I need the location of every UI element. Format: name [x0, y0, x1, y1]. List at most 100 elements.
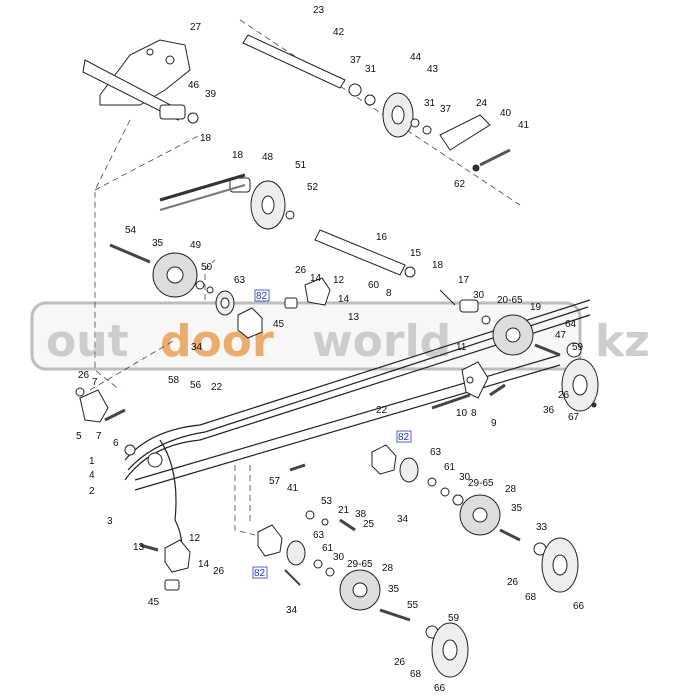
callout: 35: [152, 238, 164, 249]
callout: 41: [287, 483, 299, 494]
callout: 43: [427, 64, 439, 75]
wheel-44: [382, 92, 432, 138]
callout: 6: [113, 438, 119, 449]
watermark-tld: kz: [595, 316, 650, 367]
callout: 36: [543, 405, 555, 416]
callout: 14: [310, 273, 322, 284]
callout: 18: [200, 133, 212, 144]
callout: 63: [430, 447, 442, 458]
page-link[interactable]: 82: [252, 566, 268, 579]
callout: 19: [530, 302, 542, 313]
callout: 57: [269, 476, 281, 487]
bracket-82-lower: [257, 524, 335, 586]
callout: 11: [456, 342, 467, 353]
callout: 38: [355, 509, 367, 520]
callout: 47: [555, 330, 567, 341]
callout: 30: [333, 552, 345, 563]
callout: 15: [410, 248, 422, 259]
callout: 5: [76, 431, 82, 442]
callout: 66: [434, 683, 446, 694]
shaft-16: [314, 229, 416, 278]
upper-bracket: [82, 39, 199, 124]
watermark: out door world kz: [30, 301, 650, 371]
callout: 14: [198, 559, 210, 570]
dashed-guides: [89, 19, 521, 536]
hinge-5: [75, 387, 163, 468]
page-link-label[interactable]: 82: [256, 291, 268, 302]
callout: 4: [89, 470, 95, 481]
callout: 59: [572, 342, 584, 353]
callout: 9: [491, 418, 497, 429]
shaft-24: [439, 114, 511, 172]
block-upper: [237, 277, 331, 339]
callout: 58: [168, 375, 180, 386]
wheel-19: [439, 289, 582, 358]
callout: 22: [211, 382, 223, 393]
callout: 68: [410, 669, 422, 680]
callout: 12: [189, 533, 201, 544]
callout: 26: [295, 265, 307, 276]
bracket-lower-left: [139, 539, 191, 591]
callout: 24: [476, 98, 488, 109]
callout: 31: [365, 64, 377, 75]
callout: 56: [190, 380, 202, 391]
callout: 63: [234, 275, 246, 286]
callout: 14: [338, 294, 350, 305]
callout: 66: [573, 601, 585, 612]
callout: 62: [454, 179, 466, 190]
callout: 25: [363, 519, 375, 530]
callout: 23: [313, 5, 325, 16]
callout: 3: [107, 516, 113, 527]
callout: 29-65: [468, 478, 494, 489]
callout: 46: [188, 80, 200, 91]
callout: 60: [368, 280, 380, 291]
callout: 28: [505, 484, 517, 495]
callout: 42: [333, 27, 345, 38]
bracket-11: [431, 361, 506, 410]
callout: 68: [525, 592, 537, 603]
callout: 8: [386, 288, 392, 299]
callout: 64: [565, 319, 577, 330]
callout: 10: [456, 408, 468, 419]
callout: 33: [536, 522, 548, 533]
callout: 45: [273, 319, 285, 330]
watermark-brand-tail: world: [312, 316, 451, 367]
wheel-51: [159, 173, 295, 230]
callout: 48: [262, 152, 274, 163]
page-link[interactable]: 82: [254, 289, 270, 302]
upper-shaft: [242, 34, 376, 106]
page-link[interactable]: 82: [396, 430, 412, 443]
callout: 49: [190, 240, 202, 251]
callout: 37: [350, 55, 362, 66]
page-link-label[interactable]: 82: [398, 432, 410, 443]
callout: 52: [307, 182, 319, 193]
page-link-label[interactable]: 82: [254, 568, 266, 579]
callout: 27: [190, 22, 202, 33]
callout: 8: [471, 408, 477, 419]
callout: 54: [125, 225, 137, 236]
callout: 7: [92, 377, 98, 388]
callout: 59: [448, 613, 460, 624]
page-reference-links[interactable]: 82 82 82: [252, 289, 412, 579]
callout: 29-65: [347, 559, 373, 570]
wheel-68-lower: [431, 622, 469, 678]
callout: 26: [394, 657, 406, 668]
callout-labels: 27 23 42 37 31 44 43 46 39 31 37 24 40 4…: [76, 5, 585, 694]
callout: 44: [410, 52, 422, 63]
callout: 17: [458, 275, 470, 286]
callout: 50: [201, 262, 213, 273]
callout: 2: [89, 486, 95, 497]
callout: 35: [388, 584, 400, 595]
callout: 30: [459, 472, 471, 483]
callout: 41: [518, 120, 530, 131]
callout: 31: [424, 98, 436, 109]
rail-assembly: [124, 299, 591, 556]
wheel-36: [561, 358, 599, 412]
wheel-28-mid: [452, 494, 547, 556]
callout: 55: [407, 600, 419, 611]
callout: 39: [205, 89, 217, 100]
callout: 61: [322, 543, 334, 554]
callout: 26: [558, 390, 570, 401]
callout: 21: [338, 505, 350, 516]
callout: 28: [382, 563, 394, 574]
